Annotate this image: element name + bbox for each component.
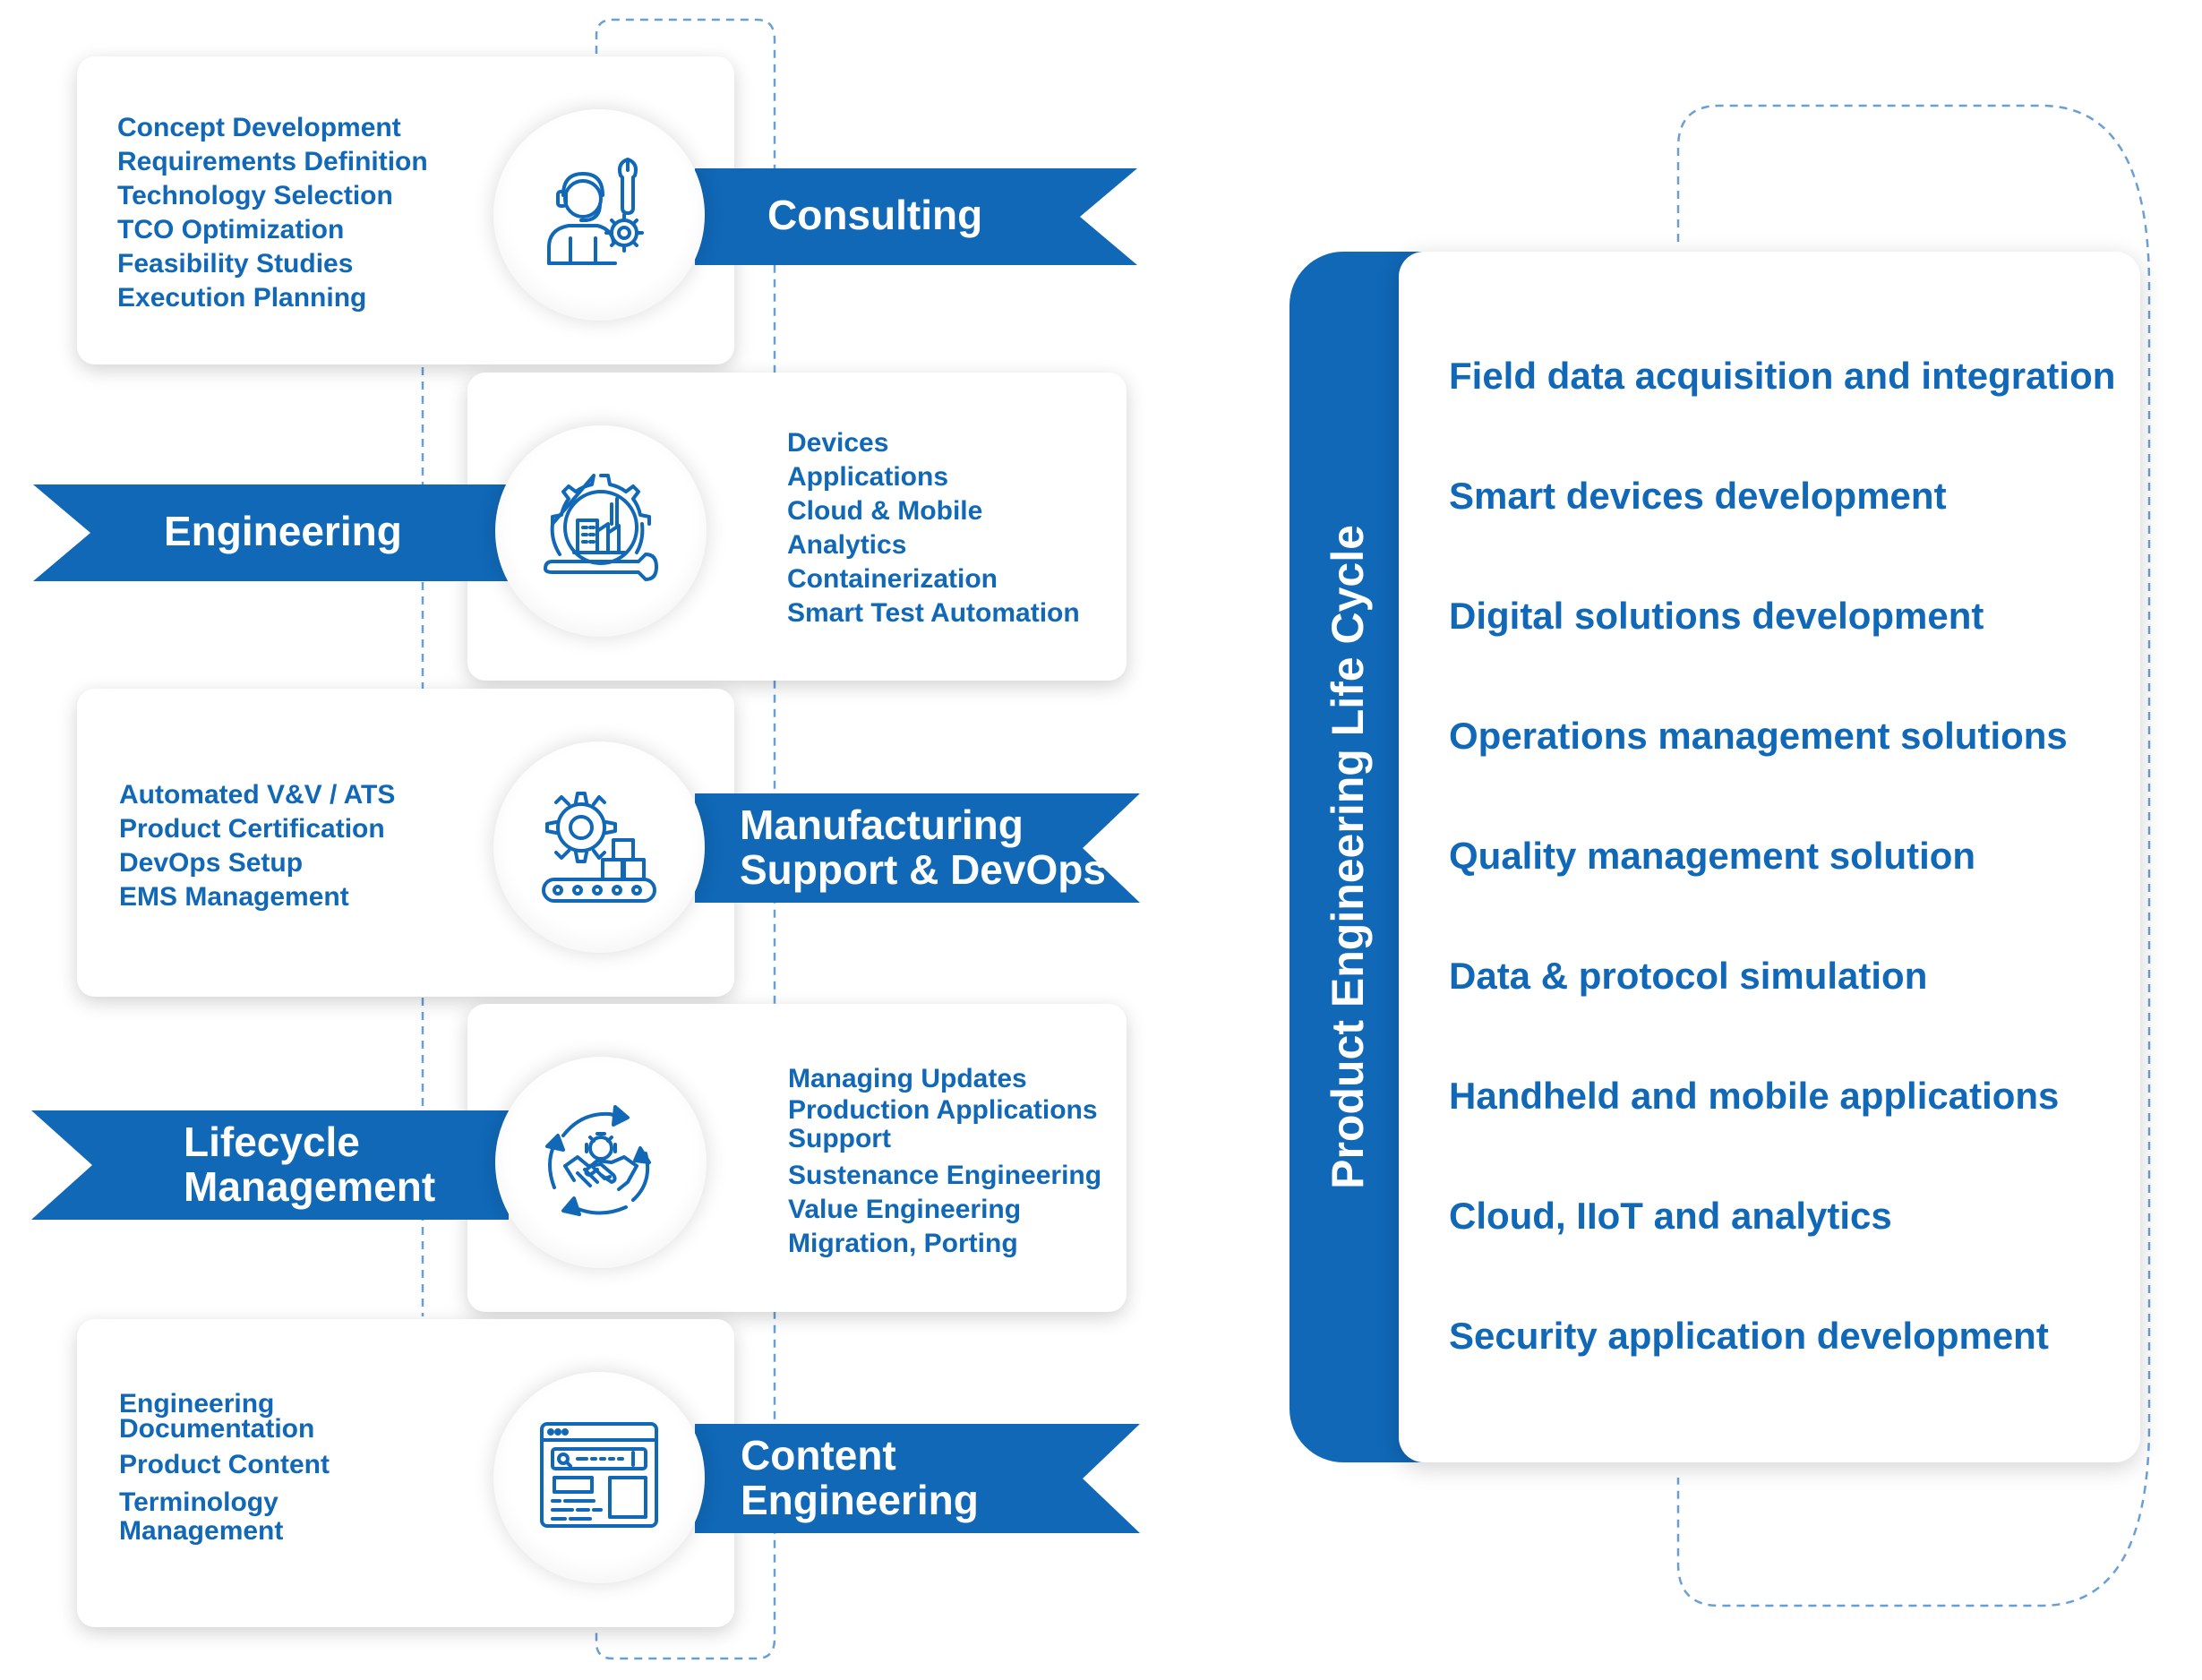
engineering-icon-circle bbox=[495, 425, 707, 637]
stage-title: Engineering bbox=[164, 508, 402, 554]
list-item: Field data acquisition and integration bbox=[1449, 355, 2116, 397]
list-item: Value Engineering bbox=[788, 1195, 1022, 1224]
list-item: DevOps Setup bbox=[119, 848, 304, 878]
ribbon-lifecycle: Lifecycle Management bbox=[31, 1110, 509, 1220]
list-item: Automated V&V / ATS bbox=[119, 780, 396, 810]
manufacturing-items: Automated V&V / ATS Product Certificatio… bbox=[119, 778, 395, 914]
lifecycle-card bbox=[1399, 252, 2140, 1462]
list-item: Applications bbox=[787, 462, 949, 492]
list-item: Cloud & Mobile bbox=[787, 496, 983, 526]
list-item: Engineering Documentation bbox=[119, 1389, 315, 1444]
lifecycle-icon-circle bbox=[495, 1057, 707, 1268]
factory-gear-wrench-icon bbox=[544, 474, 658, 581]
stage-title: Lifecycle Management bbox=[184, 1119, 436, 1210]
list-item: Feasibility Studies bbox=[117, 249, 354, 279]
list-item: Containerization bbox=[787, 564, 998, 594]
list-item: Smart Test Automation bbox=[787, 598, 1080, 628]
content-items: Engineering Documentation Product Conten… bbox=[119, 1389, 330, 1555]
consulting-items: Concept Development Requirements Definit… bbox=[117, 111, 428, 315]
web-page-layout-icon bbox=[540, 1422, 658, 1528]
list-item: Digital solutions development bbox=[1449, 595, 1984, 637]
list-item: Technology Selection bbox=[117, 181, 393, 210]
ribbon-manufacturing: Manufacturing Support & DevOps bbox=[695, 793, 1140, 903]
lifecycle-services: Field data acquisition and integration S… bbox=[1449, 349, 2115, 1429]
list-item: Data & protocol simulation bbox=[1449, 955, 1928, 997]
consultant-wrench-gear-icon bbox=[547, 158, 644, 265]
list-item: Product Content bbox=[119, 1450, 330, 1479]
ribbon-content: Content Engineering bbox=[695, 1424, 1140, 1533]
ribbon-engineering: Engineering bbox=[33, 484, 523, 581]
ribbon-consulting: Consulting bbox=[695, 168, 1137, 265]
stage-title: Manufacturing Support & DevOps bbox=[740, 801, 1106, 893]
list-item: Cloud, IIoT and analytics bbox=[1449, 1195, 1892, 1237]
list-item: Migration, Porting bbox=[788, 1229, 1018, 1258]
list-item: Handheld and mobile applications bbox=[1449, 1075, 2060, 1117]
stage-title: Content Engineering bbox=[741, 1432, 979, 1523]
list-item: Devices bbox=[787, 428, 889, 458]
stage-title: Consulting bbox=[767, 192, 983, 238]
list-item: Concept Development bbox=[117, 113, 401, 142]
list-item: Production Applications Support bbox=[788, 1095, 1098, 1153]
list-item: Analytics bbox=[787, 530, 907, 560]
list-item: Sustenance Engineering bbox=[788, 1161, 1102, 1190]
manufacturing-icon-circle bbox=[493, 741, 705, 953]
lifecycle-items: Managing Updates Production Applications… bbox=[788, 1062, 1101, 1261]
list-item: TCO Optimization bbox=[117, 215, 345, 244]
consulting-icon-circle bbox=[493, 109, 705, 321]
gear-conveyor-icon bbox=[542, 792, 656, 903]
list-item: Terminology Management bbox=[119, 1487, 284, 1546]
list-item: EMS Management bbox=[119, 882, 349, 912]
list-item: Execution Planning bbox=[117, 283, 367, 313]
engineering-items: Devices Applications Cloud & Mobile Anal… bbox=[787, 426, 1080, 630]
handshake-cycle-icon bbox=[545, 1105, 651, 1216]
list-item: Product Certification bbox=[119, 814, 385, 844]
list-item: Quality management solution bbox=[1449, 835, 1976, 877]
list-item: Operations management solutions bbox=[1449, 715, 2068, 757]
list-item: Managing Updates bbox=[788, 1064, 1027, 1093]
list-item: Security application development bbox=[1449, 1315, 2049, 1357]
list-item: Requirements Definition bbox=[117, 147, 428, 176]
lifecycle-title: Product Engineering Life Cycle bbox=[1323, 525, 1373, 1189]
list-item: Smart devices development bbox=[1449, 475, 1947, 517]
content-icon-circle bbox=[493, 1372, 705, 1583]
